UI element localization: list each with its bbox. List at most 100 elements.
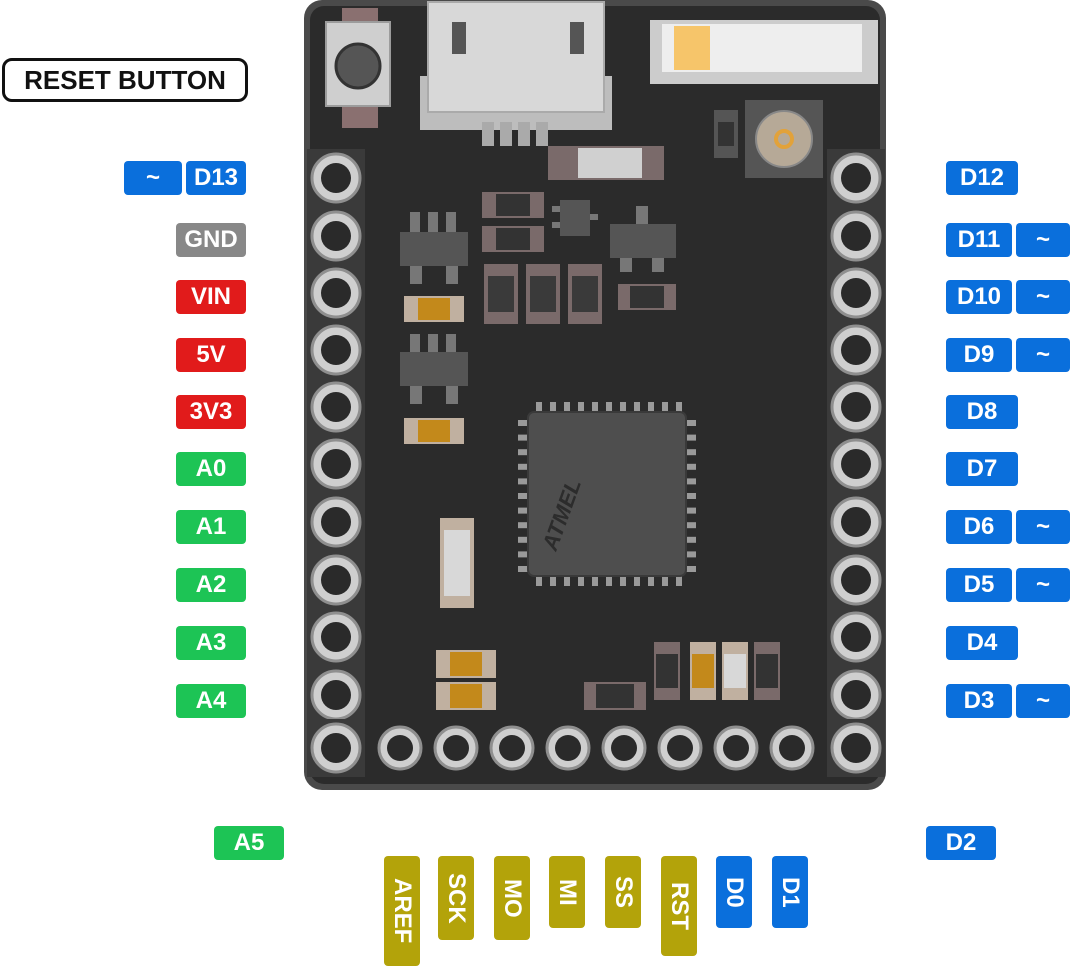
reset-button [325,8,391,128]
pin-label-a1: A1 [176,510,246,544]
chip-lead [606,402,612,412]
header-hole-right [827,435,885,493]
pin-label-a3: A3 [176,626,246,660]
chip-lead [518,507,528,514]
header-hole-right [827,608,885,666]
header-hole-right [827,666,885,724]
header-hole-bottom [769,725,815,771]
chip-lead [578,402,584,412]
chip-lead [518,434,528,441]
header-hole-left [307,264,365,322]
header-hole-left [307,551,365,609]
chip-lead [550,402,556,412]
chip-lead [592,576,598,586]
chip-lead [634,576,640,586]
pwm-tilde-d5: ~ [1016,568,1070,602]
pin-label-rst-text: RST [666,882,693,930]
header-hole-right [827,551,885,609]
header-hole-bottom [713,725,759,771]
chip-lead [536,402,542,412]
chip-lead [518,478,528,485]
header-hole-right [827,378,885,436]
chip-lead [518,536,528,543]
chip-lead [686,551,696,558]
pin-label-a0: A0 [176,452,246,486]
pin-label-d0: D0 [716,856,752,928]
chip-lead [578,576,584,586]
chip-lead [518,493,528,499]
pin-label-d6: D6 [946,510,1012,544]
chip-lead [592,402,598,412]
pin-label-a5: A5 [214,826,284,860]
chip-lead [518,463,528,470]
pin-label-d11: D11 [946,223,1012,257]
antenna-connector [650,20,878,178]
pin-label-d5: D5 [946,568,1012,602]
pwm-tilde-d3: ~ [1016,684,1070,718]
header-hole-left [307,321,365,379]
chip-lead [518,449,528,456]
chip-lead [634,402,640,412]
header-hole-bottom [545,725,591,771]
pin-label-ss-text: SS [610,875,637,908]
pin-label-gnd: GND [176,223,246,257]
chip-lead [676,402,682,412]
microcontroller-chip: ATMEL [518,402,696,586]
pin-label-d3: D3 [946,684,1012,718]
pin-label-aref: AREF [384,856,420,966]
chip-lead [518,420,528,426]
pin-label-vin: VIN [176,280,246,314]
reset-button-callout: RESET BUTTON [2,58,248,102]
pin-label-mo: MO [494,856,530,940]
header-hole-left [307,378,365,436]
usb-connector [420,1,612,146]
pin-label-d13: D13 [186,161,246,195]
header-hole-bottom [377,725,423,771]
pin-label-d12: D12 [946,161,1018,195]
pin-label-aref-text: AREF [389,878,416,944]
chip-lead [564,402,570,412]
chip-lead [686,536,696,543]
chip-lead [536,576,542,586]
pin-label-5v: 5V [176,338,246,372]
pin-label-d0-text: D0 [721,876,748,908]
pwm-tilde-d9: ~ [1016,338,1070,372]
pin-label-sck: SCK [438,856,474,940]
chip-lead [686,478,696,485]
pin-label-3v3: 3V3 [176,395,246,429]
chip-lead [620,402,626,412]
header-hole-right [827,321,885,379]
pin-label-mi-text: MI [554,878,581,906]
chip-lead [686,493,696,499]
chip-lead [648,576,654,586]
pin-label-d10: D10 [946,280,1012,314]
header-hole-bottom [489,725,535,771]
chip-lead [662,402,668,412]
pin-label-d1: D1 [772,856,808,928]
header-hole-left [307,666,365,724]
chip-lead [686,434,696,441]
pin-label-d1-text: D1 [777,876,804,908]
chip-lead [662,576,668,586]
header-hole-left [307,719,365,777]
chip-lead [620,576,626,586]
header-hole-bottom [657,725,703,771]
pwm-tilde-d11: ~ [1016,223,1070,257]
pin-label-rst: RST [661,856,697,956]
chip-lead [518,551,528,558]
chip-lead [518,522,528,529]
header-hole-bottom [433,725,479,771]
chip-lead [686,507,696,514]
pin-label-a4: A4 [176,684,246,718]
chip-lead [550,576,556,586]
header-hole-right [827,719,885,777]
pin-label-d4: D4 [946,626,1018,660]
header-hole-right [827,264,885,322]
pin-label-mo-text: MO [499,878,526,918]
pin-label-sck-text: SCK [443,872,470,924]
header-hole-right [827,149,885,207]
pin-label-ss: SS [605,856,641,928]
chip-lead [686,463,696,470]
pwm-tilde-d10: ~ [1016,280,1070,314]
